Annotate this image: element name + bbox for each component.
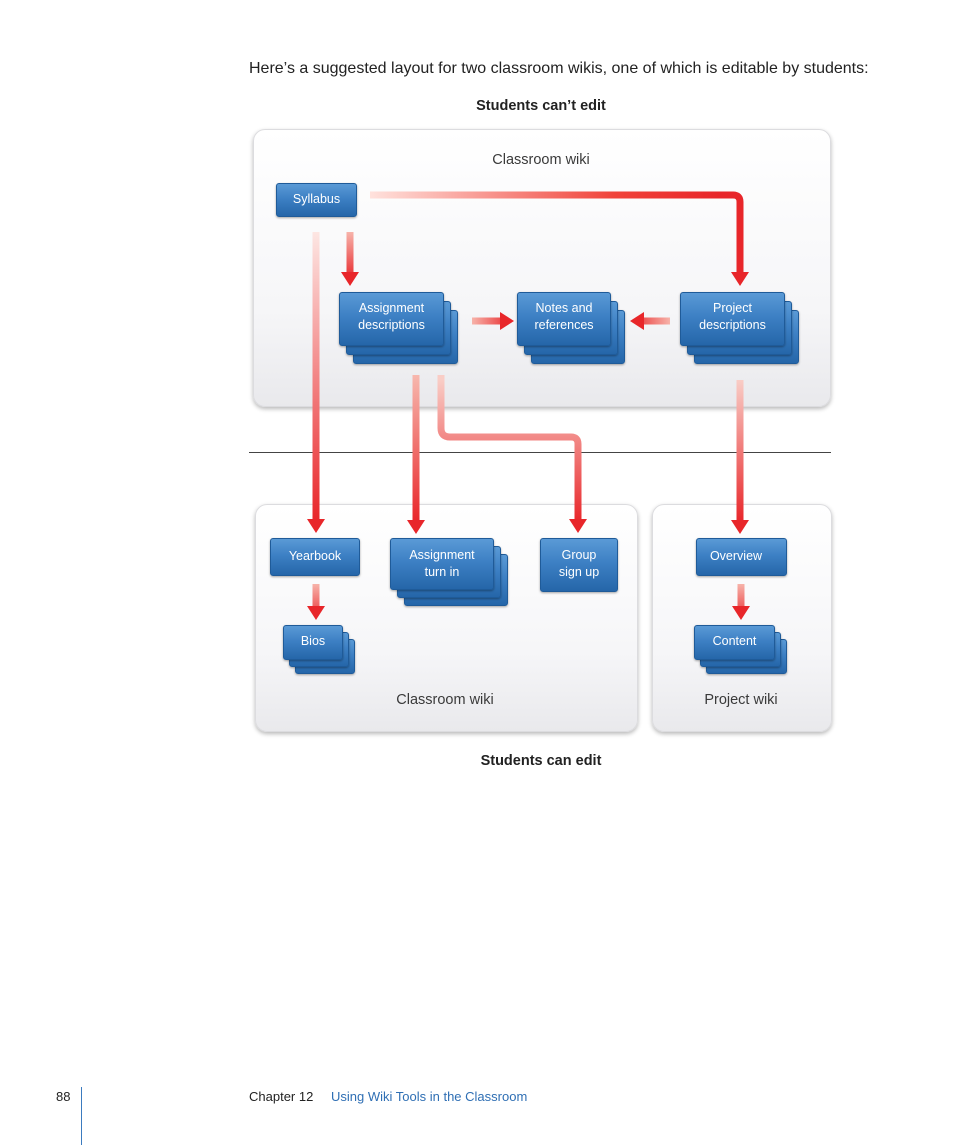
footer-chapter: Chapter 12 (249, 1089, 314, 1104)
arrow-assignment-to-group (437, 375, 582, 520)
arrowhead-assignment-to-turn-in (407, 520, 425, 534)
node-yearbook-label: Yearbook (288, 549, 342, 563)
node-notes-references-label: Notes and references (534, 301, 594, 332)
arrow-assignment-to-turn-in (412, 375, 420, 521)
footer-chapter-title: Using Wiki Tools in the Classroom (331, 1089, 528, 1104)
node-assignment-descriptions: Assignment descriptions (339, 292, 459, 367)
arrow-syllabus-to-project (370, 191, 744, 272)
node-assignment-turn-in-label: Assignment turn in (409, 548, 475, 579)
node-project-descriptions-label: Project descriptions (699, 301, 766, 332)
node-content: Content (694, 625, 789, 675)
caption-students-can-edit: Students can edit (480, 753, 602, 769)
node-group-sign-up-label: Group sign up (558, 548, 600, 579)
arrow-project-to-notes (642, 317, 670, 325)
arrowhead-assignment-to-notes (500, 312, 514, 330)
node-syllabus: Syllabus (276, 183, 357, 217)
arrowhead-syllabus-to-yearbook (307, 519, 325, 533)
footer-rule (81, 1087, 82, 1145)
node-syllabus-label: Syllabus (292, 192, 341, 206)
arrow-assignment-to-notes (472, 317, 502, 325)
node-notes-references: Notes and references (517, 292, 627, 367)
arrow-yearbook-to-bios (312, 584, 320, 608)
node-assignment-turn-in: Assignment turn in (390, 538, 510, 608)
node-overview-label: Overview (709, 549, 763, 563)
arrow-syllabus-to-assignment (346, 232, 354, 274)
arrowhead-syllabus-to-project (731, 272, 749, 286)
arrowhead-project-to-notes (630, 312, 644, 330)
intro-text: Here’s a suggested layout for two classr… (249, 60, 869, 77)
arrow-project-to-overview (736, 380, 744, 521)
node-content-label: Content (712, 634, 757, 648)
divider-line (249, 452, 831, 453)
node-project-descriptions: Project descriptions (680, 292, 800, 367)
node-bios: Bios (283, 625, 358, 675)
arrow-syllabus-to-yearbook (312, 232, 320, 520)
arrowhead-syllabus-to-assignment (341, 272, 359, 286)
panel-title-classroom-wiki-readonly: Classroom wiki (492, 152, 590, 168)
node-overview: Overview (696, 538, 788, 576)
arrowhead-project-to-overview (731, 520, 749, 534)
node-yearbook: Yearbook (270, 538, 360, 576)
panel-title-project-wiki: Project wiki (704, 692, 778, 708)
arrow-overview-to-content (737, 584, 745, 608)
caption-students-cant-edit: Students can’t edit (476, 98, 606, 114)
arrowhead-overview-to-content (732, 606, 750, 620)
panel-title-classroom-wiki-editable: Classroom wiki (396, 692, 494, 708)
page-number: 88 (56, 1089, 71, 1104)
node-group-sign-up: Group sign up (540, 538, 618, 592)
node-assignment-descriptions-label: Assignment descriptions (358, 301, 425, 332)
arrowhead-yearbook-to-bios (307, 606, 325, 620)
node-bios-label: Bios (300, 634, 326, 648)
arrowhead-assignment-to-group (569, 519, 587, 533)
